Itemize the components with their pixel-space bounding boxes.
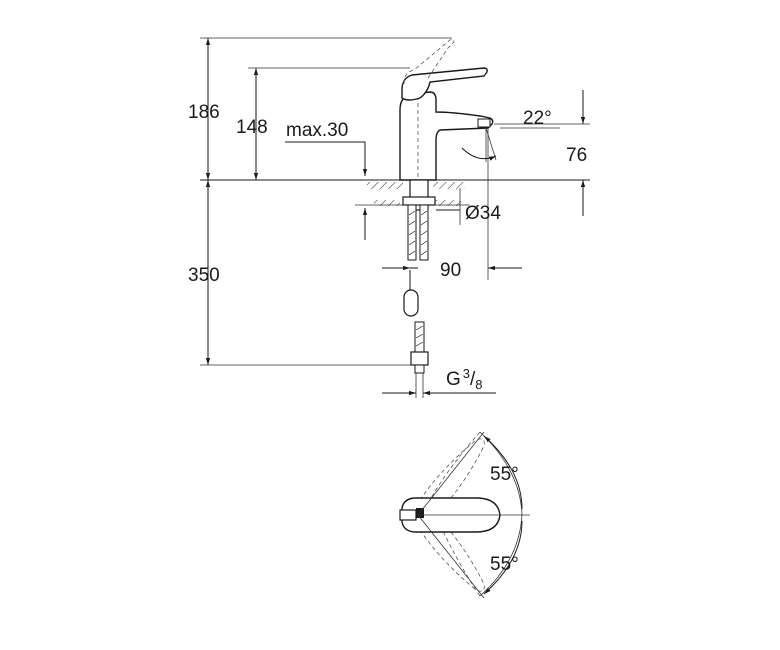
hose-connector-thread [414,364,425,374]
lever-rotated-left-outline [419,438,485,505]
label-diameter-34: Ø34 [465,203,501,224]
thread-denominator: 8 [475,377,482,392]
spout-axis-angled [485,127,497,161]
lever-handle [401,67,488,101]
lever-top-cap [399,509,417,521]
hose-connector-nut [410,351,429,366]
label-76: 76 [566,145,587,166]
label-148: 148 [236,117,268,138]
axis-line-top [417,431,485,516]
top-plan-view: 55° 55° [399,431,530,599]
label-90: 90 [440,260,461,281]
label-350: 350 [188,265,220,286]
thread-numerator: 3 [463,366,470,381]
label-max30: max.30 [286,120,348,141]
shank-nut [402,196,436,206]
deck-hatch-right [433,182,465,189]
max30-leader [285,141,368,176]
angle-arc-lower [483,520,523,595]
lever-handle-open-outline [403,38,455,85]
lever-rotation-arc-outer [479,431,523,597]
label-55-degrees-upper: 55° [490,464,519,485]
spout-outlet [477,118,491,128]
thread-slash: / [470,369,476,390]
angle-arc-upper [483,435,523,510]
faucet-body [399,91,494,181]
thread-prefix: G [446,369,461,390]
under-deck-hatch-right [435,200,461,206]
supply-hose-right [419,204,429,261]
lever-rotated-right-outline [419,525,485,592]
spout-angle-arc [461,147,497,161]
supply-hose-left [407,204,417,261]
axis-line-bottom [417,514,485,599]
label-22-degrees: 22° [523,108,552,129]
label-55-degrees-lower: 55° [490,554,519,575]
label-186: 186 [188,102,220,123]
deck-hatch-left [367,182,403,189]
under-deck-hatch-left [374,200,400,206]
popup-knob [403,289,419,317]
